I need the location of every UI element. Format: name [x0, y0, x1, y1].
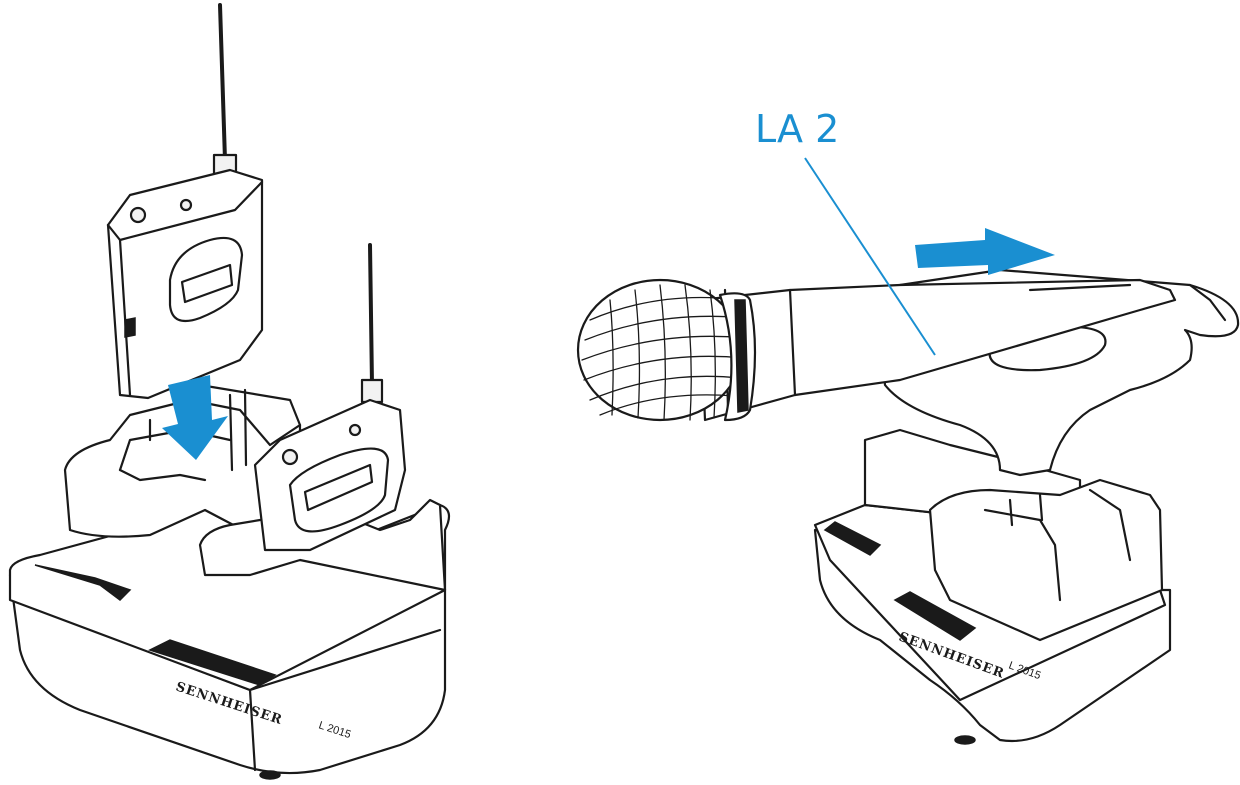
front-cradle — [928, 478, 1164, 642]
callout-label: LA 2 — [755, 107, 839, 151]
microphone-grille — [576, 278, 757, 422]
bodypack-floating — [106, 3, 264, 400]
label-pad-left — [34, 564, 132, 601]
microphone-handle — [698, 278, 1177, 422]
foot — [259, 770, 281, 780]
label-pad-right — [148, 639, 277, 686]
insert-down-arrow — [162, 375, 228, 460]
slide-right-arrow — [915, 228, 1055, 275]
left-charger: SENNHEISER L 2015 — [8, 3, 451, 780]
right-charger: SENNHEISER L 2015 — [576, 228, 1240, 745]
callout-leader-line — [804, 157, 936, 356]
la2-callout: LA 2 — [755, 107, 936, 356]
bodypack-floating-body — [106, 168, 264, 400]
bodypack-docked — [253, 243, 407, 552]
